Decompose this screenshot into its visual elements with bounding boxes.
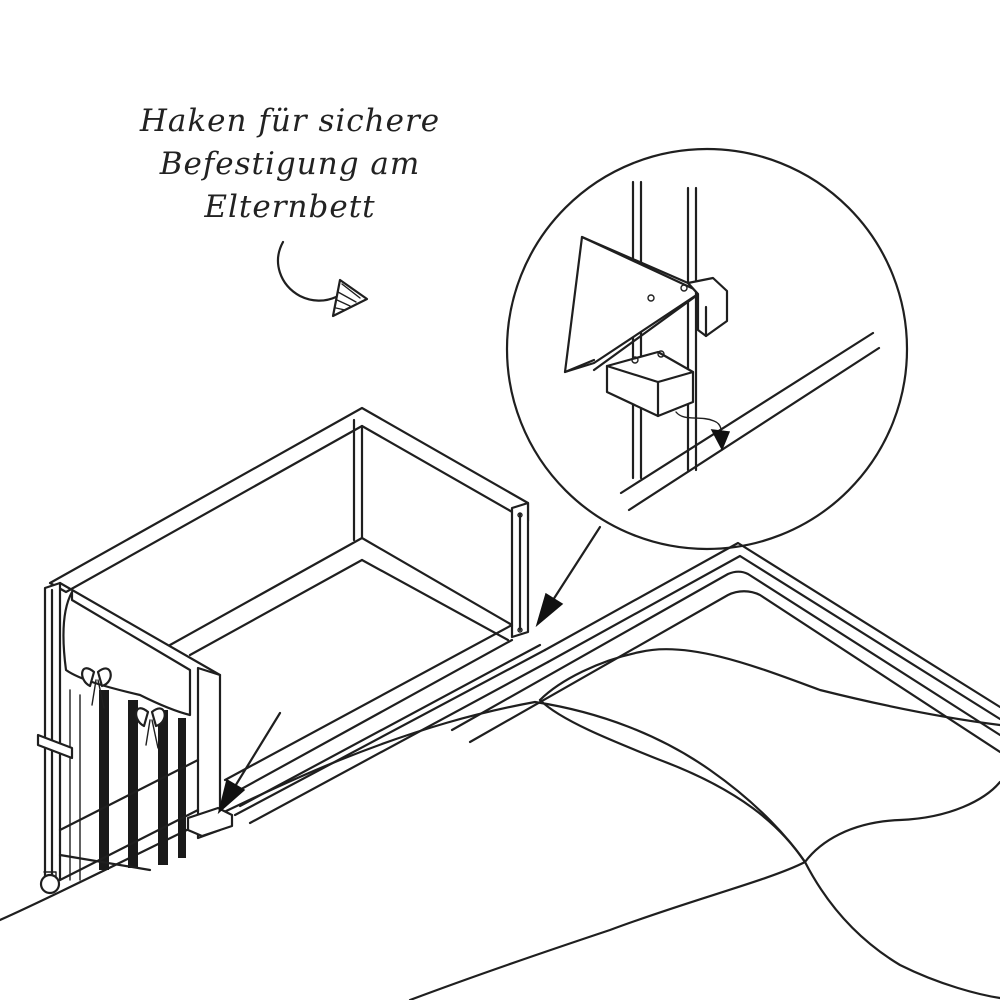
caption-line-1: Haken für sichere xyxy=(139,103,441,139)
bow-left xyxy=(81,667,112,709)
bow-right xyxy=(135,707,166,749)
bedside-crib xyxy=(36,406,542,895)
hook-caption: Haken für sichere Befestigung am Elternb… xyxy=(95,100,485,229)
caption-pointer-arrow xyxy=(276,240,369,318)
parent-bed xyxy=(0,541,1000,1000)
caption-line-2: Befestigung am xyxy=(159,146,421,182)
hook-detail-zoom xyxy=(505,147,909,551)
hook-arrow-front xyxy=(217,711,282,815)
caption-line-3: Elternbett xyxy=(204,189,376,225)
hook-arrow-rear xyxy=(535,525,602,628)
